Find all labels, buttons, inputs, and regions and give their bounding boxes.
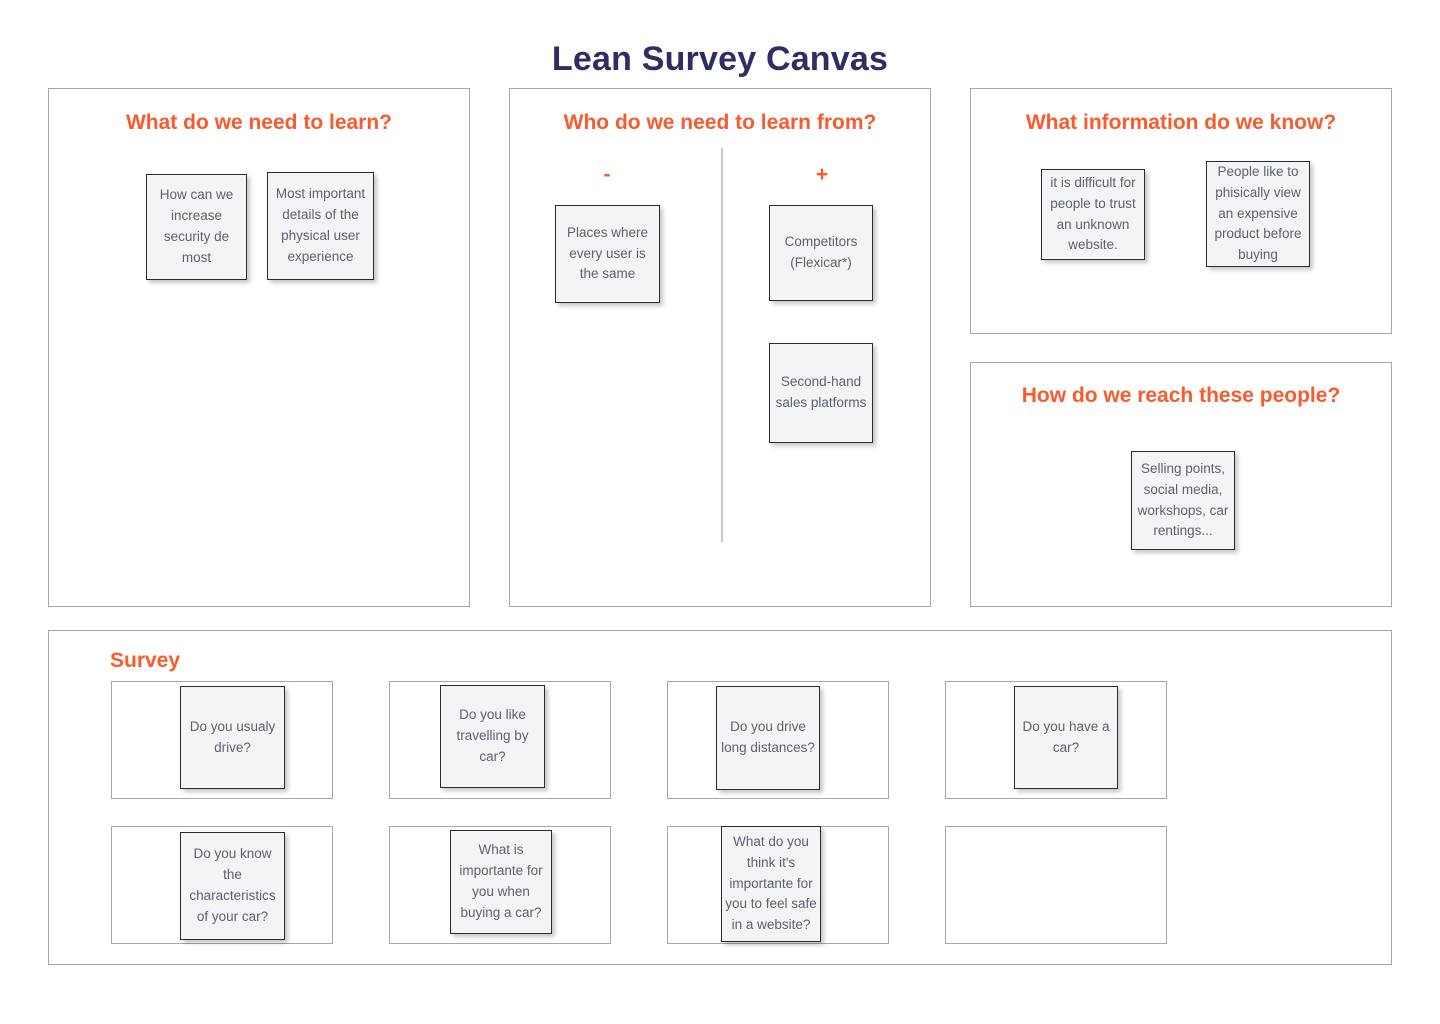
panel-what-information: What information do we know? it is diffi… [970, 88, 1392, 334]
sticky-note-text: Do you like travelling by car? [456, 707, 529, 764]
sticky-note-text: Competitors (Flexicar*) [784, 234, 858, 270]
sticky-note[interactable]: What is importante for you when buying a… [450, 830, 552, 934]
sticky-note-text: People like to phisically view an expens… [1214, 163, 1302, 263]
sticky-note[interactable]: People like to phisically view an expens… [1206, 161, 1310, 267]
sticky-note-text: it is difficult for people to trust an u… [1050, 174, 1136, 253]
sticky-note[interactable]: Places where every user is the same [555, 205, 660, 303]
survey-cell[interactable]: What do you think it's importante for yo… [667, 826, 889, 944]
sticky-note-text: Most important details of the physical u… [275, 186, 366, 264]
survey-cell[interactable]: What is importante for you when buying a… [389, 826, 611, 944]
sticky-note[interactable]: Do you have a car? [1014, 686, 1118, 789]
sticky-note-text: How can we increase security de most [159, 187, 234, 265]
positive-column-label: + [815, 163, 829, 186]
sticky-note[interactable]: it is difficult for people to trust an u… [1041, 169, 1145, 260]
panel-title-what-information: What information do we know? [1025, 111, 1337, 134]
sticky-note[interactable]: Most important details of the physical u… [267, 172, 374, 280]
sticky-note[interactable]: Do you drive long distances? [716, 686, 820, 790]
sticky-note[interactable]: What do you think it's importante for yo… [721, 826, 821, 942]
sticky-note[interactable]: Competitors (Flexicar*) [769, 205, 873, 301]
sticky-note[interactable]: Do you know the characteristics of your … [180, 832, 285, 940]
negative-column-label: - [603, 163, 611, 186]
sticky-note-text: Second-hand sales platforms [775, 374, 867, 410]
sticky-note-text: Do you usualy drive? [189, 718, 276, 755]
survey-cell[interactable]: Do you know the characteristics of your … [111, 826, 333, 944]
sticky-note-text: Selling points, social media, workshops,… [1137, 460, 1229, 539]
panel-who-to-learn-from: Who do we need to learn from? - + Places… [509, 88, 931, 607]
panel-how-to-reach: How do we reach these people? Selling po… [970, 362, 1392, 607]
panel-title-how-to-reach: How do we reach these people? [1021, 384, 1341, 407]
panel-title-who-to-learn-from: Who do we need to learn from? [563, 111, 877, 134]
sticky-note[interactable]: Do you usualy drive? [180, 686, 285, 789]
sticky-note[interactable]: Selling points, social media, workshops,… [1131, 451, 1235, 550]
sticky-note-text: Do you have a car? [1022, 718, 1110, 755]
survey-cell[interactable]: Do you like travelling by car? [389, 681, 611, 799]
panel-what-to-learn: What do we need to learn? How can we inc… [48, 88, 470, 607]
survey-cell[interactable]: Do you usualy drive? [111, 681, 333, 799]
survey-cell[interactable]: Do you have a car? [945, 681, 1167, 799]
sticky-note[interactable]: Second-hand sales platforms [769, 343, 873, 443]
sticky-note-text: What do you think it's importante for yo… [725, 833, 817, 933]
sticky-note-text: What is importante for you when buying a… [459, 842, 543, 920]
panel-title-survey: Survey [110, 649, 181, 672]
sticky-note[interactable]: How can we increase security de most [146, 174, 247, 280]
sticky-note[interactable]: Do you like travelling by car? [440, 685, 545, 788]
sticky-note-text: Do you drive long distances? [721, 719, 815, 755]
panel-title-what-to-learn: What do we need to learn? [125, 111, 393, 134]
survey-cell[interactable]: Do you drive long distances? [667, 681, 889, 799]
sticky-note-text: Do you know the characteristics of your … [189, 846, 276, 924]
sticky-note-text: Places where every user is the same [566, 224, 649, 282]
page-title: Lean Survey Canvas [551, 40, 889, 78]
column-divider [721, 148, 723, 542]
survey-cell[interactable] [945, 826, 1167, 944]
